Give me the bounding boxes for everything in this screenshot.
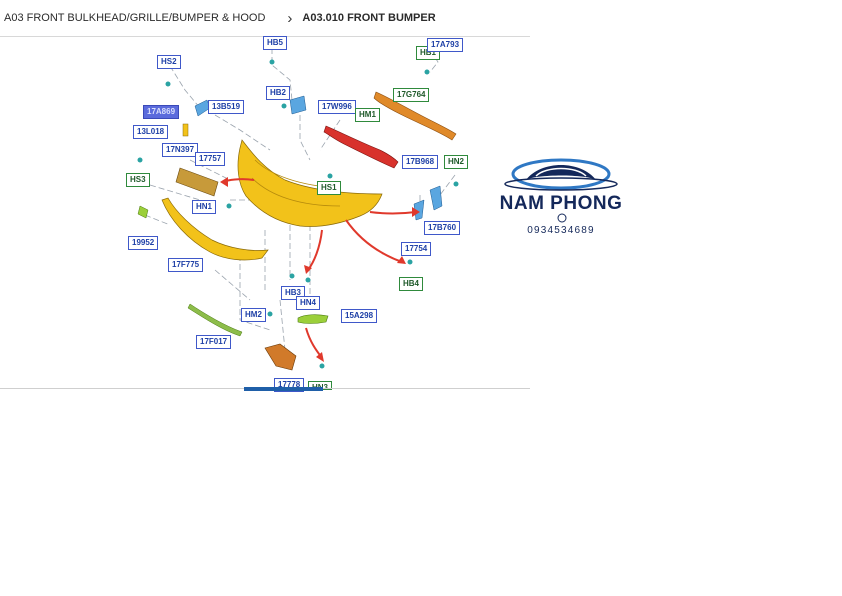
part-17b968 — [323, 125, 399, 169]
part-17f775 — [161, 197, 269, 261]
callout-17754[interactable]: 17754 — [401, 242, 432, 256]
logo-name: NAM PHONG — [499, 193, 623, 214]
callout-hn4[interactable]: HN4 — [296, 296, 321, 310]
callout-17b968[interactable]: 17B968 — [402, 155, 439, 169]
callout-hs1[interactable]: HS1 — [317, 181, 341, 195]
callout-17a793[interactable]: 17A793 — [427, 38, 464, 52]
callout-17b760[interactable]: 17B760 — [424, 221, 461, 235]
part-17g764 — [373, 91, 457, 141]
part-17757 — [175, 167, 219, 197]
callout-hm2[interactable]: HM2 — [241, 308, 266, 322]
breadcrumb: A03 FRONT BULKHEAD/GRILLE/BUMPER & HOOD … — [0, 0, 530, 37]
callout-13b519[interactable]: 13B519 — [208, 100, 245, 114]
part-19952 — [137, 205, 149, 219]
diagram-illustration — [137, 48, 459, 371]
part-17f017 — [187, 303, 243, 337]
part-17778 — [264, 343, 297, 371]
callout-hm1[interactable]: HM1 — [355, 108, 380, 122]
callout-hs2[interactable]: HS2 — [157, 55, 181, 69]
callout-hb2[interactable]: HB2 — [266, 86, 291, 100]
callout-17757[interactable]: 17757 — [195, 152, 226, 166]
callout-17n397[interactable]: 17N397 — [162, 143, 199, 157]
part-bumper-cover — [237, 139, 383, 227]
chevron-right-icon: › — [287, 9, 293, 27]
callout-hn1[interactable]: HN1 — [192, 200, 217, 214]
part-17b760 — [429, 185, 443, 211]
part-17w996 — [289, 95, 307, 115]
callout-19952[interactable]: 19952 — [128, 236, 159, 250]
logo-phone: 0934534689 — [527, 225, 595, 236]
callout-hb4[interactable]: HB4 — [399, 277, 424, 291]
breadcrumb-parent[interactable]: A03 FRONT BULKHEAD/GRILLE/BUMPER & HOOD — [4, 12, 266, 24]
breadcrumb-current: A03.010 FRONT BUMPER — [302, 12, 436, 24]
nam-phong-logo — [504, 158, 618, 223]
callout-17f775[interactable]: 17F775 — [168, 258, 204, 272]
callout-15a298[interactable]: 15A298 — [341, 309, 378, 323]
part-15a298 — [297, 314, 329, 324]
parts-diagram — [0, 37, 530, 389]
callout-17f017[interactable]: 17F017 — [196, 335, 232, 349]
callout-17w996[interactable]: 17W996 — [318, 100, 356, 114]
callout-hs3[interactable]: HS3 — [126, 173, 150, 187]
callout-hn2[interactable]: HN2 — [444, 155, 469, 169]
fasteners — [137, 59, 459, 369]
callout-13l018[interactable]: 13L018 — [133, 125, 169, 139]
scrollbar-thumb[interactable] — [244, 387, 323, 391]
callout-17a869[interactable]: 17A869 — [143, 105, 180, 119]
part-13l018 — [182, 123, 189, 137]
callout-hb5[interactable]: HB5 — [263, 36, 288, 50]
callout-17g764[interactable]: 17G764 — [393, 88, 430, 102]
